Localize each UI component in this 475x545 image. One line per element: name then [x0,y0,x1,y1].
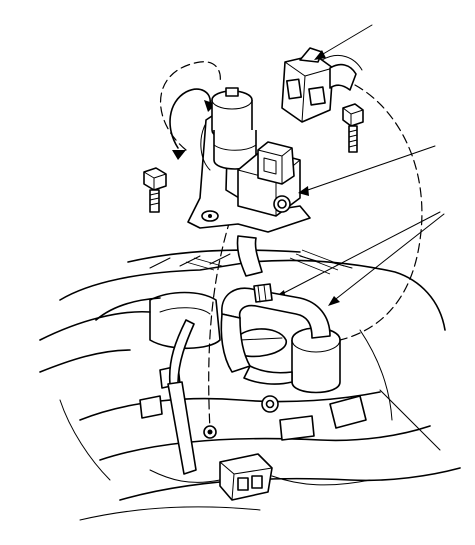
callout-bracket [301,145,436,193]
bolt-left-icon [143,167,167,213]
callout-hose-left [277,211,441,297]
removal-path-dashed-arcs [159,61,423,431]
callout-connector [317,24,373,58]
vacuum-hoses [167,235,331,475]
bolt-right-icon [342,103,364,153]
solenoid-valve-bracket [187,87,311,233]
grille-hatch [185,249,345,275]
callout-hose-right [331,213,445,303]
engine-icon [39,249,461,521]
connector-plug-icon [281,47,363,123]
